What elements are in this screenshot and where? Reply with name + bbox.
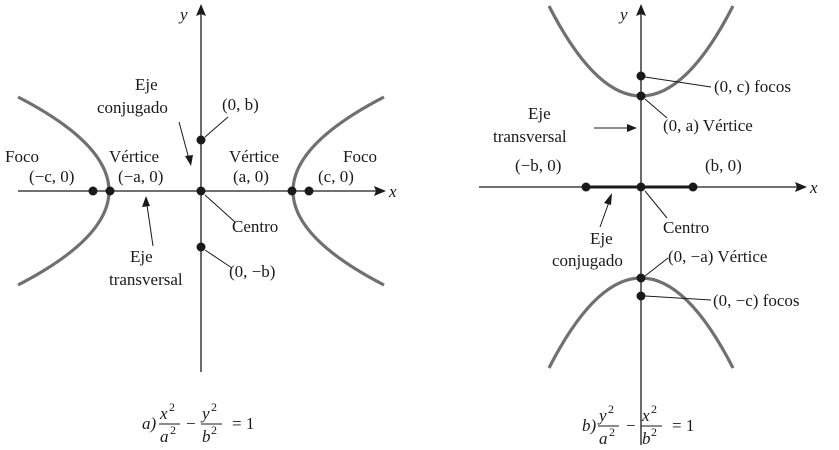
panel-a-eje-conjugado-line2: conjugado xyxy=(97,98,168,117)
panel-b-caption-prefix: b) xyxy=(582,416,597,435)
panel-a-foco-right-coord: (c, 0) xyxy=(318,167,354,186)
panel-b-eje-conjugado-line1: Eje xyxy=(590,229,613,248)
panel-a-x-arrow-icon xyxy=(374,186,386,196)
panel-a-y-label: y xyxy=(178,5,188,24)
panel-b-eje-transversal-arrow-icon xyxy=(627,124,637,132)
panel-a-eq-num2: y xyxy=(200,404,210,423)
panel-a-b-top xyxy=(196,135,206,145)
panel-a-b-top-leader xyxy=(204,116,229,138)
panel-a-equation: a) x 2 a 2 − y 2 b 2 = 1 xyxy=(142,400,254,446)
panel-a-eje-transversal-leader xyxy=(146,204,154,247)
panel-b-eje-transversal-line1: Eje xyxy=(528,104,551,123)
panel-b-b-right-label: (b, 0) xyxy=(705,156,742,175)
panel-a-vertice-left-coord: (−a, 0) xyxy=(118,167,163,186)
panel-b-c-top-label: (0, c) focos xyxy=(714,77,791,96)
panel-b-eq-den1: a xyxy=(599,429,608,448)
panel-b-a-bottom-label: (0, −a) Vértice xyxy=(668,247,767,266)
panel-a-eq-minus: − xyxy=(186,414,196,433)
panel-a-eje-transversal-line1: Eje xyxy=(130,247,153,266)
panel-b-equation: b) y 2 a 2 − x 2 b 2 = 1 xyxy=(582,402,694,448)
panel-b-eq-den2: b xyxy=(642,429,651,448)
panel-b-a-top-leader xyxy=(644,98,668,119)
panel-a-vertice-left-label: Vértice xyxy=(109,147,159,166)
panel-b: x y (0, c) focos (0, a) Vértice Eje tran… xyxy=(479,4,818,448)
panel-b-a-top-label: (0, a) Vértice xyxy=(663,116,753,135)
panel-a-b-bottom-leader xyxy=(204,249,233,269)
panel-a-centro-leader xyxy=(204,194,236,223)
panel-a-foco-left-label: Foco xyxy=(5,147,39,166)
panel-b-b-right xyxy=(688,182,698,192)
panel-a-center xyxy=(196,186,206,196)
panel-a-vertex-left xyxy=(105,186,115,196)
panel-a-eq-den1: a xyxy=(160,427,169,446)
panel-a-b-top-label: (0, b) xyxy=(222,95,259,114)
panel-b-vertex-top xyxy=(636,91,646,101)
panel-b-eq-den2-exp: 2 xyxy=(651,425,657,439)
panel-b-center xyxy=(636,182,646,192)
panel-b-eq-den1-exp: 2 xyxy=(609,425,615,439)
panel-b-eje-transversal-line2: transversal xyxy=(493,127,567,146)
panel-a-b-bottom xyxy=(196,242,206,252)
panel-b-x-arrow-icon xyxy=(795,182,807,192)
panel-b-b-left xyxy=(581,182,591,192)
panel-b-eje-conjugado-leader xyxy=(599,201,610,228)
panel-b-eq-num2-exp: 2 xyxy=(651,402,657,416)
panel-a-focus-right xyxy=(304,186,314,196)
panel-a-eje-conjugado-arrow-icon xyxy=(185,155,193,166)
panel-a-eq-num1-exp: 2 xyxy=(169,400,175,414)
panel-a-eq-den2: b xyxy=(202,427,211,446)
panel-a-caption-prefix: a) xyxy=(142,414,157,433)
panel-a-eq-rhs: = 1 xyxy=(232,414,254,433)
panel-a-b-bottom-label: (0, −b) xyxy=(229,262,275,281)
panel-b-c-bottom-label: (0, −c) focos xyxy=(713,291,800,310)
panel-a-eje-conjugado-leader xyxy=(178,121,190,160)
panel-a-foco-left-coord: (−c, 0) xyxy=(29,167,74,186)
panel-b-x-label: x xyxy=(809,178,818,197)
panel-a-eje-conjugado-line1: Eje xyxy=(135,75,158,94)
panel-b-c-top-leader xyxy=(644,76,712,88)
panel-b-eq-num2: x xyxy=(641,406,650,425)
panel-a-eq-den1-exp: 2 xyxy=(170,423,176,437)
panel-b-eq-num1-exp: 2 xyxy=(608,402,614,416)
panel-a-vertex-right xyxy=(287,186,297,196)
panel-b-eje-conjugado-line2: conjugado xyxy=(552,251,623,270)
panel-a-eje-transversal-arrow-icon xyxy=(142,196,150,207)
panel-a-focus-left xyxy=(88,186,98,196)
panel-b-centro-label: Centro xyxy=(663,218,709,237)
panel-a-eq-num1: x xyxy=(159,404,168,423)
panel-a-foco-right-label: Foco xyxy=(343,147,377,166)
panel-a: x y Foco (−c, 0) Vértice (−a, 0) Vértice… xyxy=(5,4,397,446)
panel-b-vertex-bottom xyxy=(636,273,646,283)
panel-a-eq-num2-exp: 2 xyxy=(211,400,217,414)
panel-b-c-bottom-leader xyxy=(644,295,712,301)
panel-a-x-label: x xyxy=(388,182,397,201)
panel-b-b-left-label: (−b, 0) xyxy=(515,156,561,175)
panel-b-eq-minus: − xyxy=(626,416,636,435)
panel-b-eq-rhs: = 1 xyxy=(672,416,694,435)
panel-b-eje-conjugado-arrow-icon xyxy=(604,193,612,205)
panel-b-y-arrow-icon xyxy=(636,4,646,16)
panel-a-centro-label: Centro xyxy=(232,217,278,236)
panel-a-eq-den2-exp: 2 xyxy=(211,423,217,437)
panel-a-vertice-right-coord: (a, 0) xyxy=(233,167,269,186)
panel-b-focus-top xyxy=(636,71,646,81)
panel-b-focus-bottom xyxy=(636,291,646,301)
panel-b-y-label: y xyxy=(618,5,628,24)
panel-b-eq-num1: y xyxy=(597,406,607,425)
panel-a-vertice-right-label: Vértice xyxy=(229,147,279,166)
panel-b-a-bottom-leader xyxy=(644,257,669,277)
panel-a-eje-transversal-line2: transversal xyxy=(109,270,183,289)
panel-b-centro-leader xyxy=(644,190,668,219)
panel-a-y-arrow-icon xyxy=(196,4,206,16)
